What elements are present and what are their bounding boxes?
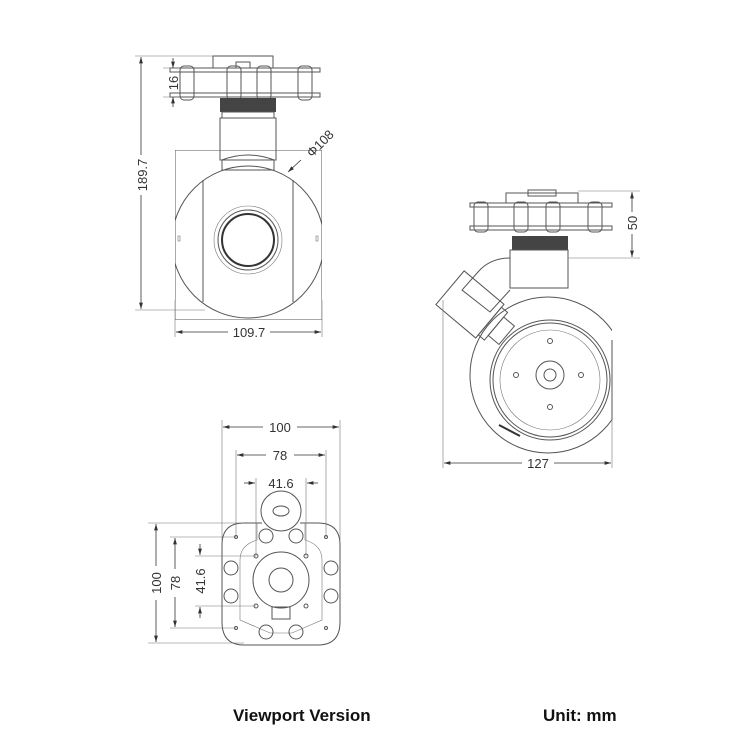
- unit-caption: Unit: mm: [543, 706, 617, 725]
- dim-top-label: 50: [625, 216, 640, 230]
- gear-ring: [512, 236, 568, 250]
- bottom-view: 100 78 41.6 100 78 41.6: [148, 419, 341, 646]
- camera-ball-side: [469, 296, 612, 454]
- side-view: 50 127: [435, 189, 640, 471]
- version-caption: Viewport Version: [233, 706, 371, 725]
- gear-ring: [220, 98, 276, 112]
- mounting-holes: [223, 528, 339, 640]
- dim-height-label: 189.7: [135, 159, 150, 192]
- dim-v-outer-label: 100: [149, 572, 164, 594]
- dim-side-width-label: 127: [527, 456, 549, 471]
- damper-balls: [179, 65, 313, 101]
- dim-h-inner-label: 41.6: [268, 476, 293, 491]
- dim-v-mid-label: 78: [168, 576, 183, 590]
- dim-plate-label: 16: [166, 76, 181, 90]
- lens: [213, 205, 283, 275]
- dim-width-label: 109.7: [233, 325, 266, 340]
- dim-ball-diameter-label: Φ108: [304, 127, 337, 160]
- camera-ball: [175, 150, 322, 320]
- dim-h-mid-label: 78: [273, 448, 287, 463]
- dim-v-inner-label: 41.6: [193, 568, 208, 593]
- dim-h-outer-label: 100: [269, 420, 291, 435]
- front-view: 189.7 16 Φ108 109.7: [133, 55, 337, 340]
